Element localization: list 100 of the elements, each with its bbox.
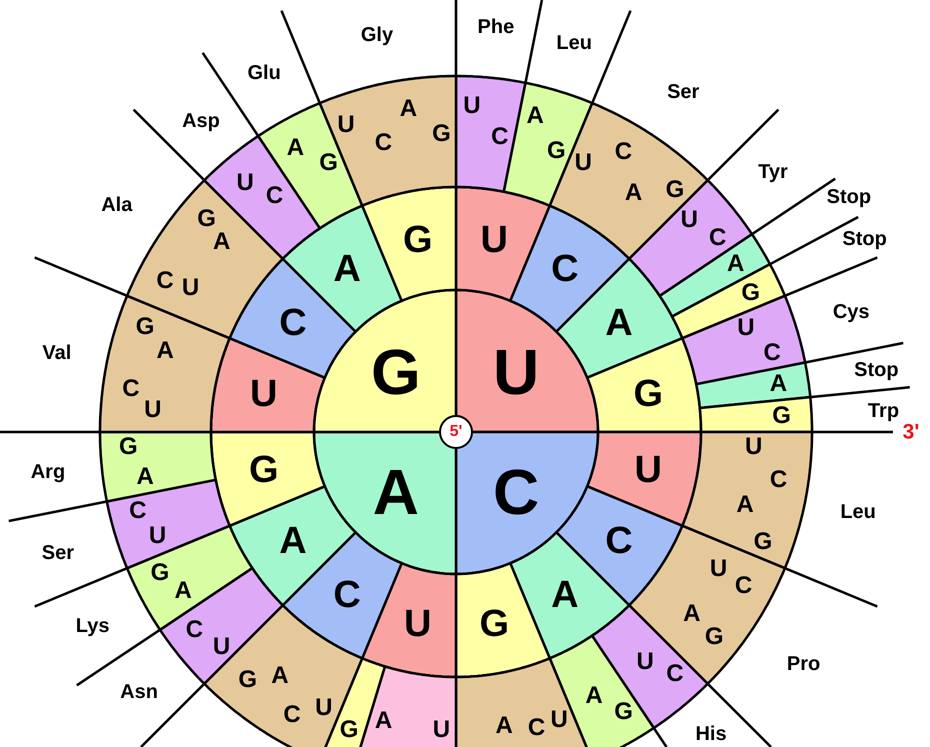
third-base-letter: U [550, 708, 568, 732]
third-base-letter: C [491, 125, 508, 150]
first-base-letter: A [372, 460, 419, 524]
third-base-letter: A [726, 252, 744, 276]
amino-acid-label: Ser [42, 542, 74, 563]
third-base-letter: A [136, 464, 154, 489]
amino-acid-label: Stop [854, 360, 899, 380]
amino-acid-label: Asp [182, 111, 220, 132]
amino-acid-label: Arg [30, 462, 66, 482]
second-base-letter: C [605, 522, 633, 560]
third-base-letter: C [374, 130, 392, 155]
third-base-letter: G [614, 700, 633, 724]
third-base-letter: G [197, 206, 216, 231]
amino-acid-label: Ala [101, 195, 132, 216]
third-base-letter: C [122, 376, 140, 401]
third-base-letter: C [156, 268, 174, 293]
second-base-letter: G [633, 374, 663, 413]
amino-acid-label: Pro [786, 654, 820, 674]
second-base-letter: A [551, 576, 579, 614]
second-base-letter: C [551, 250, 579, 288]
third-base-letter: C [283, 702, 301, 727]
second-base-letter: A [605, 304, 633, 342]
third-base-letter: G [340, 718, 358, 742]
amino-acid-label: Lys [76, 616, 110, 636]
third-base-letter: C [666, 662, 684, 686]
second-base-letter: A [333, 250, 361, 288]
amino-acid-label: Trp [868, 400, 900, 421]
third-base-letter: C [709, 226, 726, 250]
third-base-letter: G [119, 434, 138, 459]
third-base-letter: A [271, 664, 289, 688]
third-base-letter: C [129, 499, 146, 524]
amino-acid-label: Leu [840, 502, 876, 522]
third-base-letter: A [156, 338, 174, 363]
third-base-letter: G [238, 668, 258, 692]
second-base-letter: U [634, 451, 662, 490]
five-prime-label: 5' [450, 424, 462, 440]
third-base-letter: G [754, 530, 772, 554]
amino-acid-label: Gly [360, 24, 394, 45]
third-base-letter: U [680, 208, 698, 232]
amino-acid-label: Cys [832, 302, 870, 322]
third-base-letter: U [432, 718, 450, 742]
third-base-letter: C [186, 618, 204, 642]
third-base-letter: U [144, 398, 162, 422]
amino-acid-label: His [695, 724, 727, 744]
third-base-letter: A [736, 492, 754, 517]
third-base-letter: G [741, 280, 760, 305]
third-base-letter: C [770, 468, 788, 492]
second-base-letter: C [333, 576, 361, 614]
third-base-letter: A [495, 714, 513, 738]
third-base-letter: A [526, 104, 544, 128]
second-base-letter: U [480, 220, 508, 259]
amino-acid-label: Glu [247, 63, 281, 84]
third-base-letter: A [585, 684, 603, 708]
third-base-letter: G [547, 139, 566, 164]
third-base-letter: U [574, 150, 592, 175]
third-base-letter: G [319, 150, 338, 175]
third-base-letter: A [286, 136, 304, 160]
third-base-letter: U [636, 650, 654, 674]
third-base-letter: A [212, 230, 230, 254]
amino-acid-label: Val [42, 342, 72, 363]
third-base-letter: U [182, 276, 200, 300]
third-base-letter: C [266, 184, 284, 208]
second-base-letter: G [479, 605, 510, 644]
second-base-letter: U [404, 605, 432, 644]
third-base-letter: G [432, 122, 451, 146]
amino-acid-label: Phe [478, 16, 514, 37]
first-base-letter: C [492, 460, 540, 524]
amino-acid-label: Leu [556, 32, 592, 53]
third-base-letter: G [666, 178, 684, 202]
first-base-letter: U [492, 340, 540, 404]
second-base-letter: G [402, 220, 433, 259]
third-base-letter: C [614, 140, 632, 164]
three-prime-label: 3' [902, 422, 920, 442]
first-base-letter: G [371, 340, 421, 404]
second-base-letter: G [248, 451, 279, 490]
third-base-letter: U [744, 434, 762, 459]
third-base-letter: A [374, 709, 392, 734]
third-base-letter: G [136, 315, 154, 340]
third-base-letter: C [764, 340, 781, 365]
third-base-letter: U [148, 524, 166, 548]
third-base-letter: G [150, 561, 170, 586]
third-base-letter: A [683, 602, 700, 626]
third-base-letter: U [463, 94, 481, 118]
third-base-letter: A [770, 372, 788, 396]
third-base-letter: G [704, 625, 724, 650]
third-base-letter: U [315, 696, 332, 720]
third-base-letter: A [400, 97, 418, 122]
third-base-letter: A [624, 180, 642, 205]
amino-acid-label: Ser [667, 82, 700, 102]
third-base-letter: U [737, 316, 755, 340]
third-base-letter: G [772, 404, 791, 428]
second-base-letter: A [279, 522, 307, 560]
third-base-letter: U [337, 113, 355, 138]
third-base-letter: U [212, 634, 230, 659]
third-base-letter: U [710, 556, 728, 581]
amino-acid-label: Stop [842, 228, 887, 249]
amino-acid-label: Stop [826, 186, 872, 207]
second-base-letter: U [250, 374, 278, 413]
second-base-letter: C [279, 304, 307, 342]
third-base-letter: C [528, 716, 546, 740]
